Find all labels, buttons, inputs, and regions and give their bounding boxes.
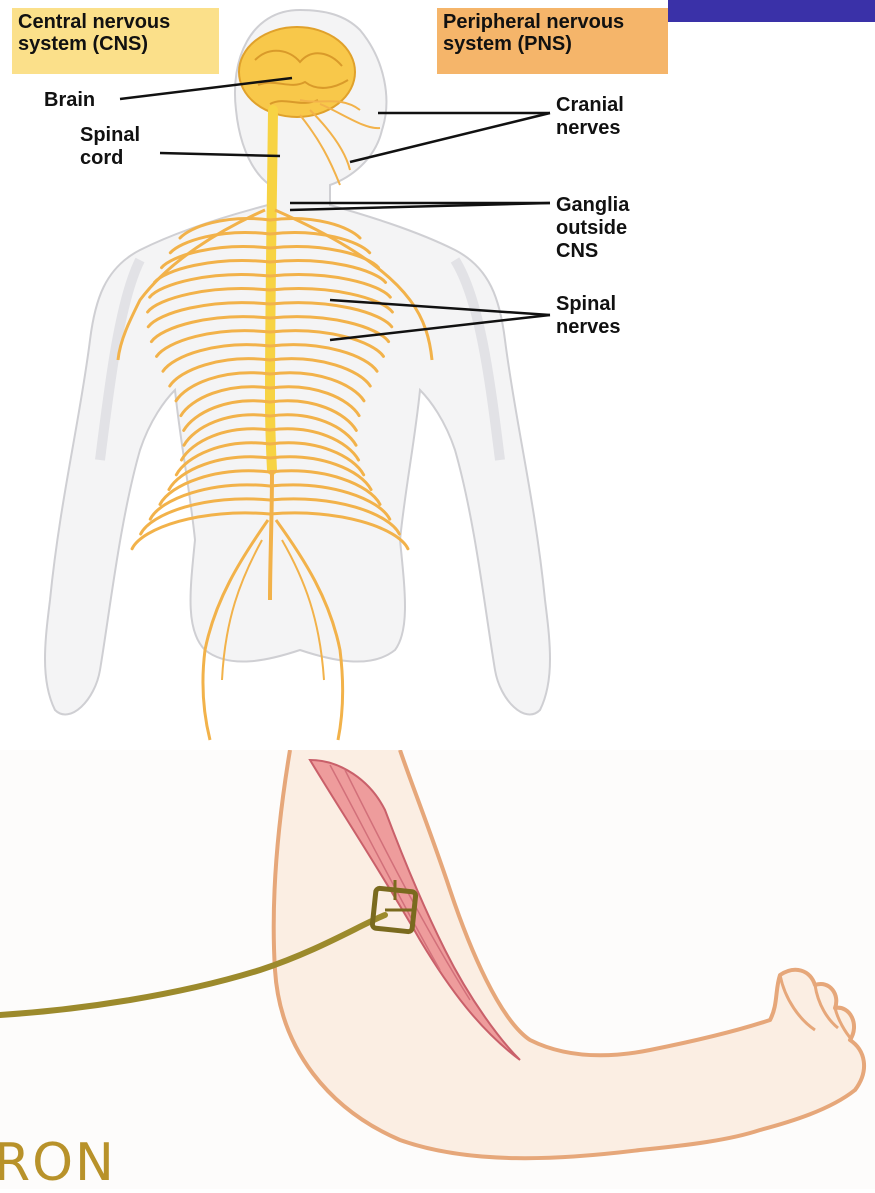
nervous-system-diagram: Central nervous system (CNS) Peripheral … bbox=[0, 0, 668, 750]
brain-label: Brain bbox=[44, 89, 95, 112]
brain-icon bbox=[239, 27, 355, 117]
ganglia-label: Ganglia outside CNS bbox=[556, 194, 629, 263]
arm-neuron-drawing bbox=[0, 750, 875, 1189]
arm-figure bbox=[0, 750, 875, 1189]
spinal-cord-label: Spinal cord bbox=[80, 124, 140, 170]
pns-label-box: Peripheral nervous system (PNS) bbox=[437, 8, 668, 74]
neuron-label: RON bbox=[0, 1133, 116, 1193]
spinal-nerves-label: Spinal nerves bbox=[556, 293, 621, 339]
cns-label-box: Central nervous system (CNS) bbox=[12, 8, 219, 74]
cranial-nerves-label: Cranial nerves bbox=[556, 94, 624, 140]
header-bar bbox=[668, 0, 875, 22]
